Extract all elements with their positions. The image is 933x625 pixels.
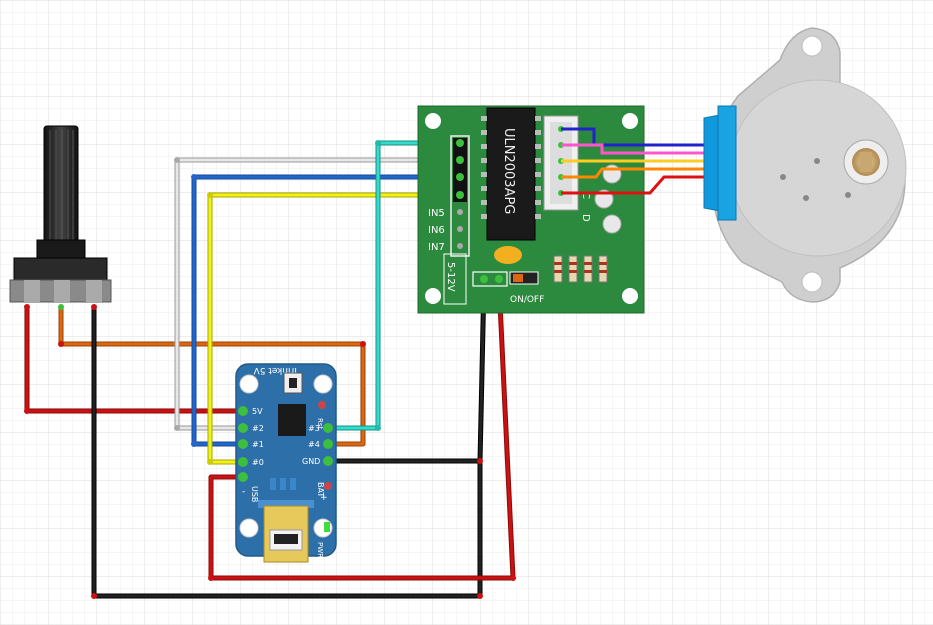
usb-label: USB: [250, 486, 259, 502]
plus-label: +: [320, 493, 328, 503]
led-label-c: C: [580, 192, 591, 199]
pin-gnd-label: GND: [302, 457, 320, 466]
led-d: [602, 214, 622, 234]
mcu-chip: [278, 404, 306, 436]
pin-2-label: #2: [252, 424, 264, 433]
uln2003-chip: [486, 107, 536, 241]
pin-0-label: #0: [252, 458, 264, 467]
bat-label: BAT: [316, 482, 325, 497]
trinket-title: Trinket 5V: [253, 365, 300, 375]
pin-5v-label: 5V: [252, 407, 263, 416]
power-header: [472, 271, 508, 287]
pin-1-label: #1: [252, 440, 264, 449]
potentiometer[interactable]: [9, 125, 112, 310]
label-in5: IN5: [428, 208, 445, 219]
label-in6: IN6: [428, 225, 445, 236]
motor-wires: [561, 127, 708, 195]
pin-3-label: #3: [308, 424, 320, 433]
junctions: [24, 140, 516, 599]
trinket-board[interactable]: Trinket 5V Rst 5V #2 #1 #0 USB #3 #4 GND…: [235, 363, 337, 563]
label-in7: IN7: [428, 242, 445, 253]
pwr-label: PWR: [316, 542, 324, 558]
driver-board[interactable]: IN5 IN6 IN7 ULN2003APG C D: [417, 105, 645, 314]
resistor-array: [553, 255, 608, 283]
led-label-d: D: [580, 214, 591, 222]
voltage-label: 5-12V: [445, 262, 456, 292]
mount-hole: [425, 113, 441, 129]
capacitor: [494, 246, 522, 264]
stepper-motor[interactable]: [703, 27, 907, 303]
chip-label: ULN2003APG: [501, 128, 516, 214]
rst-label: Rst: [316, 418, 324, 430]
input-header: [450, 135, 470, 257]
switch-label: ON/OFF: [510, 295, 544, 305]
minus-label: -: [242, 487, 245, 497]
pin-4-label: #4: [308, 440, 320, 449]
